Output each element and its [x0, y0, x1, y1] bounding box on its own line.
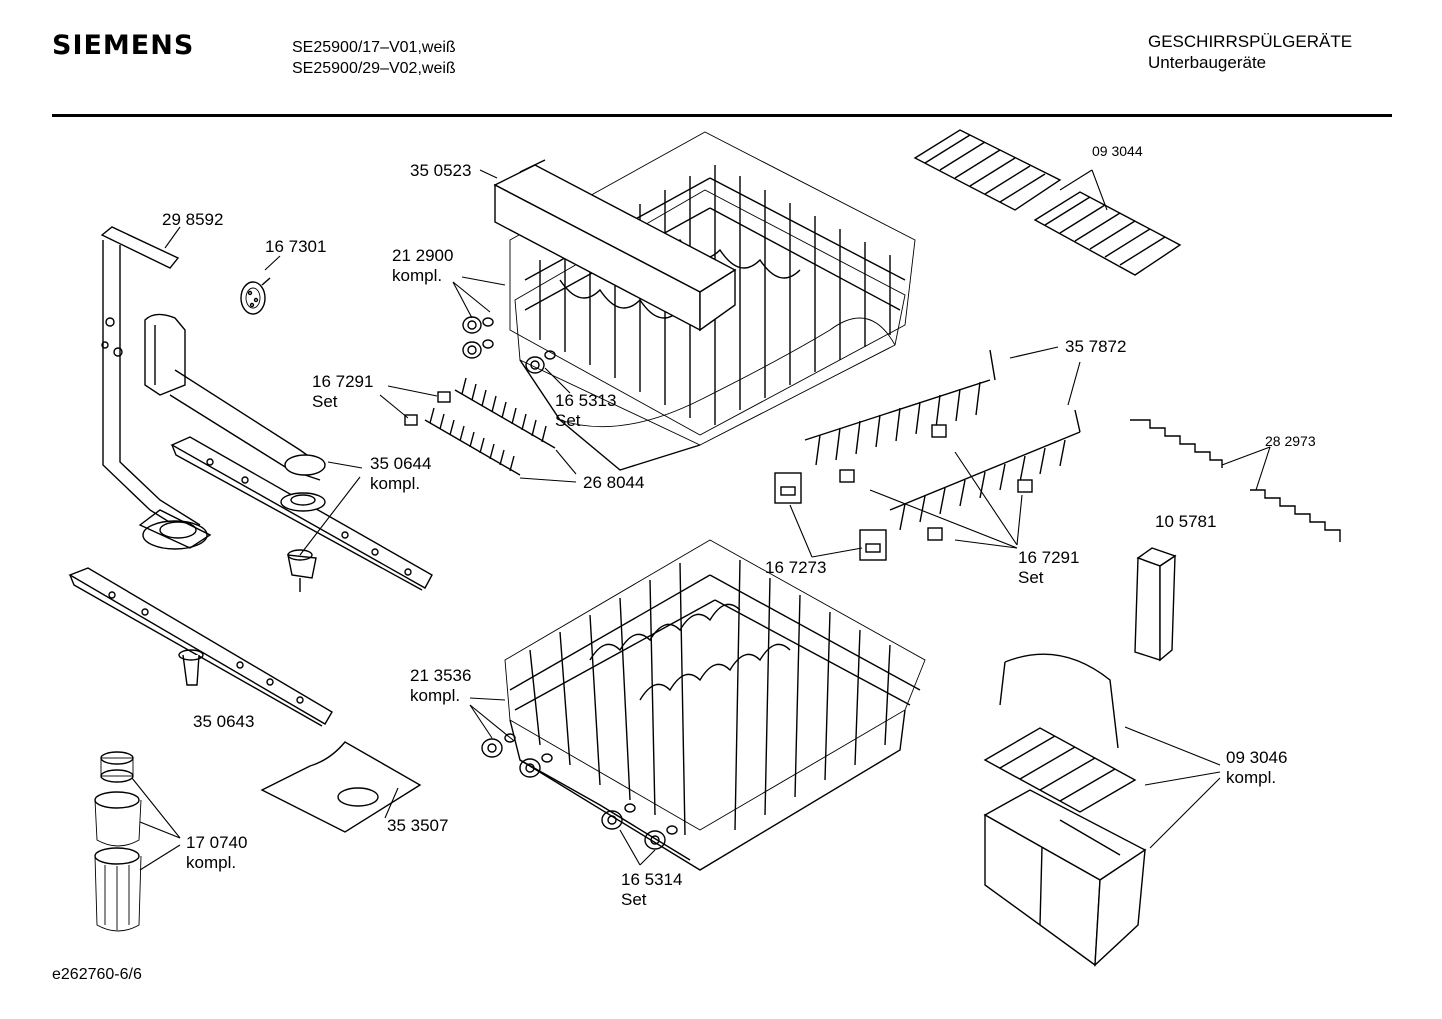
document-id: e262760-6/6 [52, 966, 142, 983]
filter-set [94, 751, 142, 932]
folding-rack-pair [913, 129, 1182, 276]
lower-basket [504, 539, 926, 871]
model-number: SE25900/17–V01,weiß [292, 39, 456, 56]
part-label-29-8592: 29 8592 [162, 210, 224, 229]
brand-logo: SIEMENS [52, 30, 195, 61]
model-number: SE25900/29–V02,weiß [292, 60, 456, 77]
part-label-26-8044: 26 8044 [583, 473, 645, 492]
leader-lines [131, 169, 1271, 871]
part-label-28-2973: 28 2973 [1265, 433, 1316, 449]
upper-basket-wheels [462, 316, 556, 374]
clip-16-7273 [774, 472, 887, 561]
part-label-16-7301: 16 7301 [265, 237, 327, 256]
part-label-10-5781: 10 5781 [1155, 512, 1217, 531]
tine-rack-set [804, 349, 1081, 541]
category-title: GESCHIRRSPÜLGERÄTE [1148, 32, 1353, 51]
part-label-35-0643: 35 0643 [193, 712, 255, 731]
spray-arm-pipe [100, 226, 212, 550]
part-label-35-0523: 35 0523 [410, 161, 472, 180]
header-divider [52, 114, 1392, 117]
part-label-16-7273: 16 7273 [765, 558, 827, 577]
lower-spray-arm [68, 567, 333, 727]
upper-spray-arm-feed [144, 313, 326, 481]
nozzle-16-7301 [240, 277, 271, 315]
model-numbers: SE25900/17–V01,weiß SE25900/29–V02,weiß [292, 37, 456, 79]
cutlery-basket [983, 653, 1147, 967]
part-label-35-7872: 35 7872 [1065, 337, 1127, 356]
lower-basket-wheels [481, 733, 678, 850]
upper-basket [493, 131, 916, 471]
filter-plate [260, 741, 422, 833]
cutlery-cup [1134, 547, 1177, 662]
part-label-35-3507: 35 3507 [387, 816, 449, 835]
upper-spray-arm [170, 436, 433, 592]
knife-rack [404, 377, 556, 476]
step-rack-pair [1130, 419, 1341, 542]
category-subtitle: Unterbaugeräte [1148, 53, 1267, 72]
product-category: GESCHIRRSPÜLGERÄTE Unterbaugeräte [1148, 31, 1352, 73]
part-label-09-3044: 09 3044 [1092, 143, 1143, 159]
